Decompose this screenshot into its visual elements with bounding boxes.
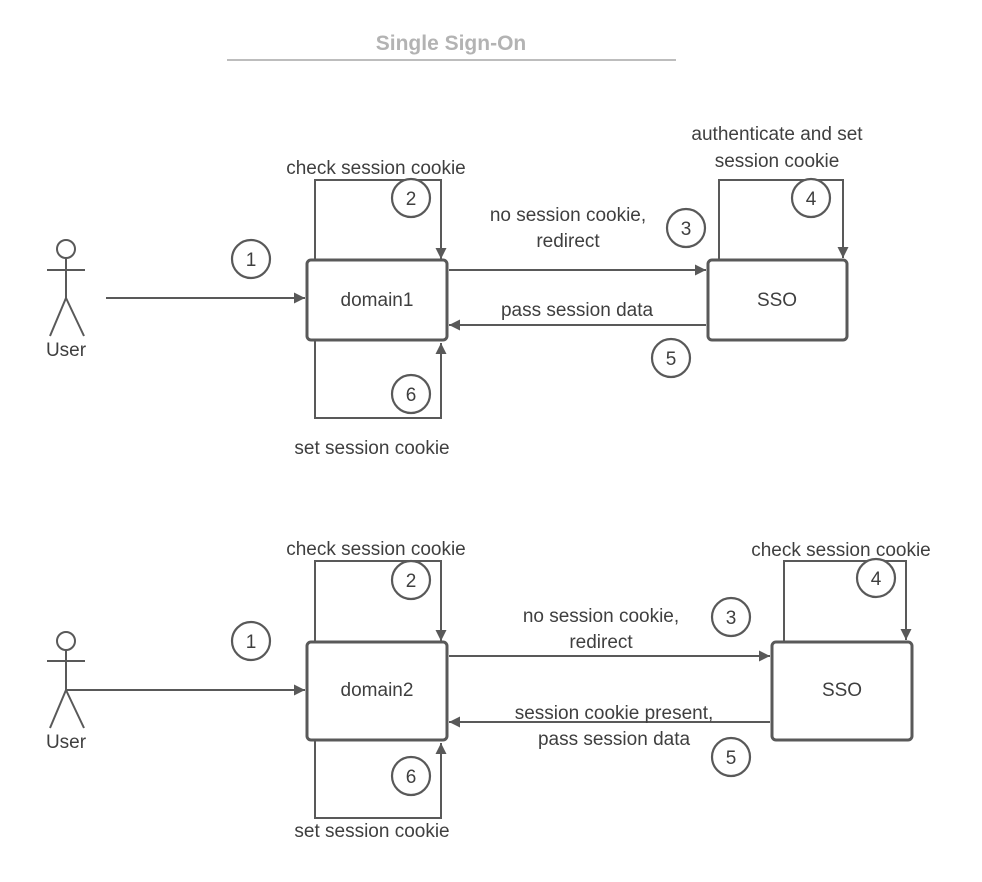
step-number-1: 1 [246, 250, 257, 271]
step-badge-2 [390, 177, 432, 219]
sso-label: SSO [757, 290, 797, 311]
set-cookie-loop [314, 741, 447, 819]
sso-box [770, 640, 914, 742]
step-badge-6 [390, 373, 432, 415]
step-badge-6 [390, 755, 432, 797]
pass-session-label-line-2: pass session data [538, 729, 691, 750]
authenticate-label-line-2: session cookie [715, 151, 840, 172]
step-badge-4 [855, 557, 897, 599]
user-actor-label: User [46, 732, 87, 753]
sso-check-cookie-loop [783, 560, 912, 641]
diagram-title: Single Sign-On [376, 32, 527, 55]
redirect-label-line-1: no session cookie, [490, 205, 646, 226]
domain-label: domain1 [341, 290, 414, 311]
redirect-label-line-1: no session cookie, [523, 606, 679, 627]
step-number-6: 6 [406, 385, 417, 406]
check-cookie-loop [314, 179, 447, 259]
sso-label: SSO [822, 680, 862, 701]
pass-session-label: pass session data [501, 300, 654, 321]
step-badge-1 [230, 620, 272, 662]
redirect-label-line-2: redirect [569, 632, 633, 653]
step-badge-1 [230, 238, 272, 280]
step-badge-3 [665, 207, 707, 249]
user-actor-icon [47, 239, 85, 337]
step-number-3: 3 [726, 608, 737, 629]
step-number-5: 5 [666, 349, 677, 370]
domain-box [305, 640, 449, 742]
step-badge-2 [390, 559, 432, 601]
sso-check-cookie-label: check session cookie [751, 540, 931, 561]
domain-label: domain2 [341, 680, 414, 701]
sso-box [706, 258, 849, 342]
step-number-2: 2 [406, 189, 417, 210]
set-cookie-loop [314, 341, 447, 419]
set-cookie-label: set session cookie [294, 438, 449, 459]
redirect-label-line-2: redirect [536, 231, 600, 252]
flow-2: User check session cookie set session co… [46, 539, 931, 842]
authenticate-loop [718, 179, 849, 259]
step-number-3: 3 [681, 219, 692, 240]
user-actor-label: User [46, 340, 87, 361]
flow-1: User check session cookie set session co… [46, 124, 863, 459]
check-cookie-label: check session cookie [286, 158, 466, 179]
pass-session-label-line-1: session cookie present, [515, 703, 714, 724]
step-number-5: 5 [726, 748, 737, 769]
set-cookie-label: set session cookie [294, 821, 449, 842]
check-cookie-label: check session cookie [286, 539, 466, 560]
step-badge-5 [710, 736, 752, 778]
check-cookie-loop [314, 560, 447, 641]
step-number-4: 4 [806, 189, 817, 210]
domain-box [305, 258, 449, 342]
step-number-2: 2 [406, 571, 417, 592]
step-number-1: 1 [246, 632, 257, 653]
step-number-4: 4 [871, 569, 882, 590]
step-number-6: 6 [406, 767, 417, 788]
step-badge-4 [790, 177, 832, 219]
step-badge-5 [650, 337, 692, 379]
user-actor-icon [47, 631, 85, 729]
step-badge-3 [710, 596, 752, 638]
authenticate-label-line-1: authenticate and set [691, 124, 863, 145]
